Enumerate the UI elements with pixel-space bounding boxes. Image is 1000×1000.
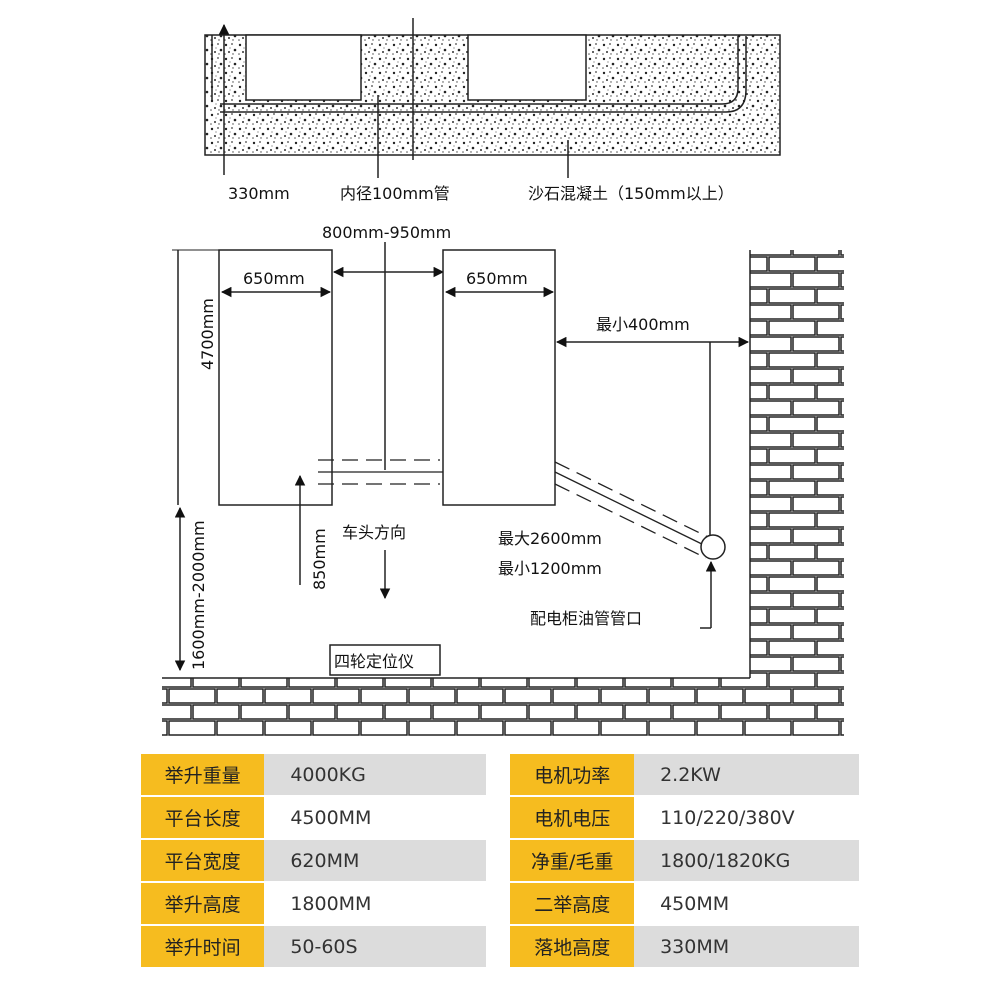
spec-key: 电机电压	[510, 797, 635, 838]
spec-key: 举升高度	[141, 883, 265, 924]
label-locator: 四轮定位仪	[334, 652, 414, 671]
aligner-box	[329, 644, 441, 676]
label-min-len: 最小1200mm	[498, 559, 602, 578]
label-length: 4700mm	[198, 298, 217, 370]
oil-port-circle	[700, 534, 726, 560]
spec-value: 450MM	[634, 883, 859, 924]
installation-diagram: 330mm 内径100mm管 沙石混凝土（150mm以上） 800mm-950m…	[162, 18, 844, 736]
label-top-height: 330mm	[228, 184, 290, 203]
spec-key: 二举高度	[510, 883, 635, 924]
spec-value: 330MM	[634, 926, 859, 967]
label-min-wall: 最小400mm	[596, 315, 690, 334]
label-head-dir: 车头方向	[342, 523, 406, 542]
spec-value: 4500MM	[264, 797, 486, 838]
spec-value: 110/220/380V	[634, 797, 859, 838]
label-left-width: 650mm	[243, 269, 305, 288]
spec-value: 4000KG	[264, 754, 486, 795]
spec-spacer	[485, 797, 511, 838]
spec-spacer	[485, 926, 511, 967]
label-dist-range: 1600mm-2000mm	[189, 520, 208, 670]
spec-value: 1800/1820KG	[634, 840, 859, 881]
label-right-width: 650mm	[466, 269, 528, 288]
label-pipe: 内径100mm管	[340, 184, 450, 203]
spec-key: 举升时间	[141, 926, 265, 967]
spec-key: 平台长度	[141, 797, 265, 838]
right-platform	[442, 249, 556, 506]
label-max-len: 最大2600mm	[498, 529, 602, 548]
spec-value: 50-60S	[264, 926, 486, 967]
spec-value: 2.2KW	[634, 754, 859, 795]
spec-key: 净重/毛重	[510, 840, 635, 881]
spec-key: 电机功率	[510, 754, 635, 795]
spec-spacer	[485, 883, 511, 924]
left-platform	[218, 249, 333, 506]
label-gap-range: 800mm-950mm	[322, 223, 451, 242]
spec-spacer	[485, 840, 511, 881]
spec-key: 落地高度	[510, 926, 635, 967]
spec-key: 举升重量	[141, 754, 265, 795]
label-oil-port: 配电柜油管管口	[530, 609, 642, 628]
brick-floor	[162, 678, 844, 736]
label-concrete: 沙石混凝土（150mm以上）	[528, 184, 734, 203]
spec-key: 平台宽度	[141, 840, 265, 881]
spec-value: 1800MM	[264, 883, 486, 924]
spec-spacer	[485, 754, 511, 795]
foundation-section	[204, 18, 781, 178]
spec-value: 620MM	[264, 840, 486, 881]
brick-wall	[750, 250, 844, 680]
label-850: 850mm	[310, 528, 329, 590]
